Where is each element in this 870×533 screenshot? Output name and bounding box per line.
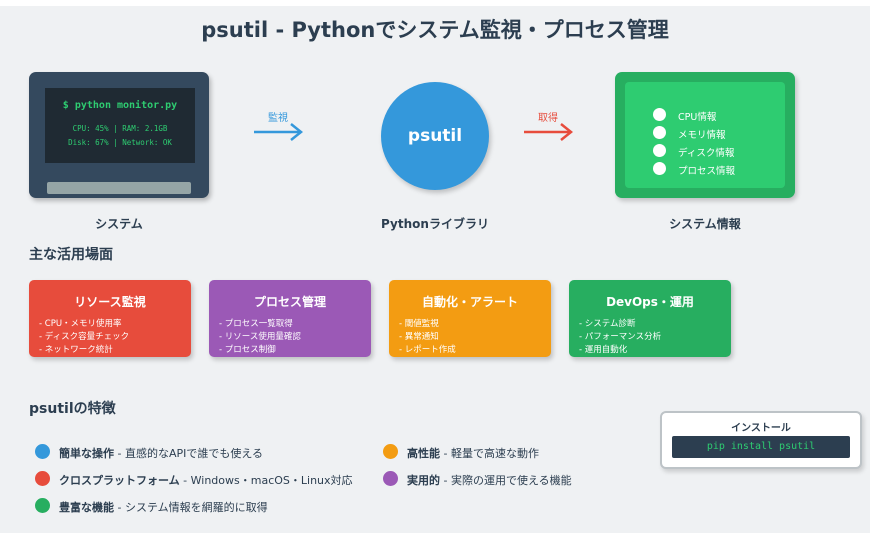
features-heading: psutilの特徴 (29, 401, 116, 417)
feature-desc: - Windows・macOS・Linux対応 (179, 474, 353, 487)
use-case-card-process: プロセス管理 - プロセス一覧取得 - リソース使用量確認 - プロセス制御 (209, 280, 371, 357)
card-line: - 閾値監視 (399, 319, 439, 329)
info-item-label: CPU情報 (678, 112, 717, 123)
card-line: - パフォーマンス分析 (579, 332, 662, 342)
feature-name: 高性能 (407, 447, 440, 460)
system-info-caption: システム情報 (669, 217, 741, 231)
info-item-label: ディスク情報 (678, 148, 735, 159)
system-caption: システム (95, 217, 143, 231)
feature-desc: - システム情報を網羅的に取得 (114, 501, 268, 514)
system-info-inner: CPU情報 メモリ情報 ディスク情報 プロセス情報 (625, 82, 785, 188)
card-line: - ネットワーク統計 (39, 345, 113, 355)
bullet-icon (383, 471, 398, 486)
feature-name: 簡単な操作 (59, 447, 114, 460)
feature-text: クロスプラットフォーム - Windows・macOS・Linux対応 (59, 472, 353, 488)
bullet-icon (383, 444, 398, 459)
monitor-base (47, 182, 191, 194)
feature-text: 簡単な操作 - 直感的なAPIで誰でも使える (59, 445, 263, 461)
use-cases-heading: 主な活用場面 (29, 247, 113, 263)
library-caption: Pythonライブラリ (381, 217, 489, 231)
bullet-icon (653, 162, 666, 175)
terminal-stats-line-1: CPU: 45% | RAM: 2.1GB (72, 124, 168, 133)
card-line: - プロセス制御 (219, 345, 276, 355)
card-line: - レポート作成 (399, 345, 456, 355)
feature-text: 実用的 - 実際の運用で使える機能 (407, 472, 572, 488)
bullet-icon (35, 498, 50, 513)
card-line: - 運用自動化 (579, 345, 628, 355)
info-item-label: プロセス情報 (678, 166, 736, 177)
terminal-command: $ python monitor.py (62, 100, 178, 111)
feature-text: 豊富な機能 - システム情報を網羅的に取得 (59, 499, 268, 515)
card-line: - システム診断 (579, 319, 636, 329)
fetch-arrow-icon (524, 123, 574, 141)
terminal-stats-line-2: Disk: 67% | Network: OK (68, 138, 172, 147)
bullet-icon (653, 126, 666, 139)
use-case-card-devops: DevOps・運用 - システム診断 - パフォーマンス分析 - 運用自動化 (569, 280, 731, 357)
bullet-icon (653, 108, 666, 121)
use-case-card-automation: 自動化・アラート - 閾値監視 - 異常通知 - レポート作成 (389, 280, 551, 357)
card-title: プロセス管理 (253, 295, 326, 309)
install-command: pip install psutil (706, 441, 816, 452)
monitor-arrow-label: 監視 (268, 113, 288, 124)
feature-desc: - 実際の運用で使える機能 (440, 474, 572, 487)
install-title: インストール (731, 423, 791, 434)
feature-name: クロスプラットフォーム (59, 474, 180, 487)
card-line: - プロセス一覧取得 (219, 319, 293, 329)
card-line: - ディスク容量チェック (39, 332, 130, 342)
feature-name: 実用的 (407, 474, 440, 487)
monitor-arrow-icon (254, 123, 304, 141)
install-box: インストール pip install psutil (660, 411, 862, 469)
library-name: psutil (407, 126, 463, 146)
card-line: - 異常通知 (399, 332, 439, 342)
monitor-screen: $ python monitor.py CPU: 45% | RAM: 2.1G… (45, 88, 195, 163)
system-info-panel: CPU情報 メモリ情報 ディスク情報 プロセス情報 (615, 72, 795, 198)
feature-desc: - 直感的なAPIで誰でも使える (114, 447, 264, 460)
feature-desc: - 軽量で高速な動作 (440, 447, 539, 460)
bullet-icon (653, 144, 666, 157)
feature-text: 高性能 - 軽量で高速な動作 (407, 445, 539, 461)
system-monitor-icon: $ python monitor.py CPU: 45% | RAM: 2.1G… (29, 72, 209, 198)
page-title: psutil - Pythonでシステム監視・プロセス管理 (201, 18, 669, 42)
card-line: - リソース使用量確認 (219, 332, 301, 342)
fetch-arrow-label: 取得 (538, 113, 558, 124)
card-title: DevOps・運用 (606, 295, 694, 309)
use-case-card-resource: リソース監視 - CPU・メモリ使用率 - ディスク容量チェック - ネットワー… (29, 280, 191, 357)
install-command-box: pip install psutil (672, 436, 850, 458)
card-title: リソース監視 (74, 295, 146, 309)
info-item-label: メモリ情報 (678, 130, 726, 141)
feature-name: 豊富な機能 (59, 501, 114, 514)
psutil-library-circle: psutil (381, 82, 489, 190)
card-line: - CPU・メモリ使用率 (39, 319, 122, 329)
card-title: 自動化・アラート (421, 295, 518, 309)
bullet-icon (35, 471, 50, 486)
bullet-icon (35, 444, 50, 459)
